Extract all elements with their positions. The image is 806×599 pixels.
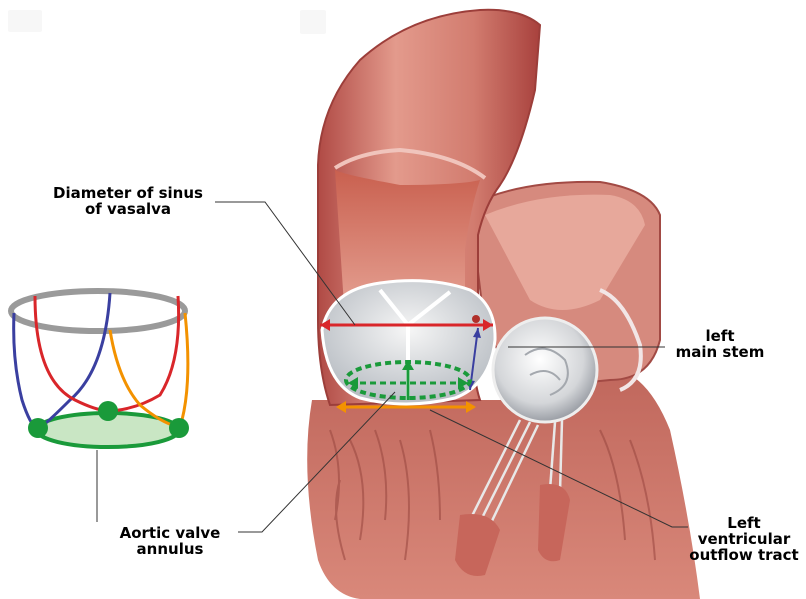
- label-lvot-line1: Left: [686, 515, 802, 531]
- mitral-valve-leaflet: [493, 318, 597, 422]
- label-annulus-line2: annulus: [100, 541, 240, 557]
- label-left-main-stem: left main stem: [670, 328, 770, 360]
- stent-node-right: [169, 418, 189, 438]
- label-annulus-line1: Aortic valve: [100, 525, 240, 541]
- stent-strut-blue-left: [14, 313, 38, 430]
- stent-strut-orange-right: [182, 313, 188, 420]
- label-sinus-line2: of vasalva: [38, 201, 218, 217]
- stent-strut-red-right: [108, 296, 179, 411]
- label-sinus-diameter: Diameter of sinus of vasalva: [38, 185, 218, 217]
- label-left-main-line2: main stem: [670, 344, 770, 360]
- label-lvot-line2: ventricular: [686, 531, 802, 547]
- label-lvot-line3: outflow tract: [686, 547, 802, 563]
- label-sinus-line1: Diameter of sinus: [38, 185, 218, 201]
- stent-node-middle: [98, 401, 118, 421]
- label-aortic-valve-annulus: Aortic valve annulus: [100, 525, 240, 557]
- coronary-ostium: [472, 315, 480, 323]
- label-lvot: Left ventricular outflow tract: [686, 515, 802, 563]
- stent-schematic: [11, 291, 189, 447]
- stent-strut-red-left: [35, 296, 108, 411]
- stent-node-left: [28, 418, 48, 438]
- heart-illustration: [307, 10, 700, 599]
- label-left-main-line1: left: [670, 328, 770, 344]
